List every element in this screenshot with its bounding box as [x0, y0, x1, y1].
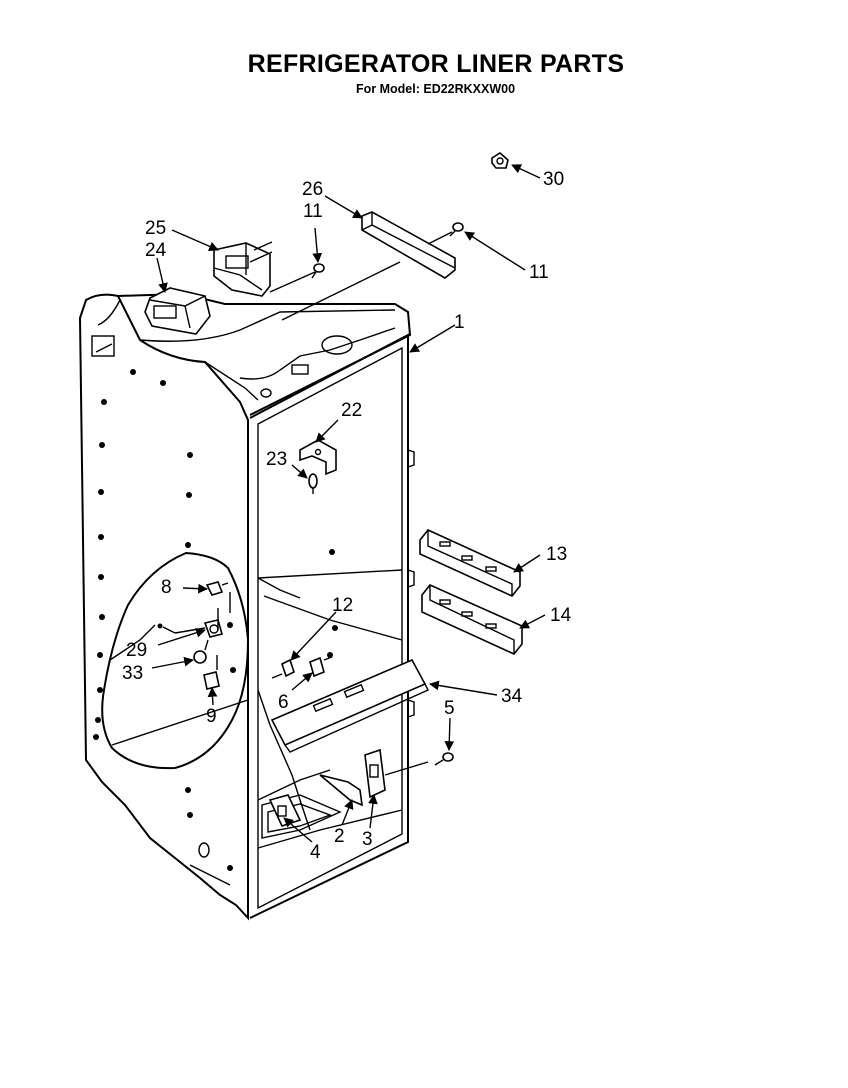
part-5-screw	[434, 752, 454, 766]
part-33-plug	[193, 639, 209, 664]
detail-outline	[101, 551, 250, 770]
part-11-screw-b	[449, 222, 464, 237]
callout-23: 23	[266, 449, 287, 470]
callout-24: 24	[145, 240, 167, 261]
part-12-clip	[271, 658, 295, 679]
part-4-bracket	[268, 794, 302, 827]
part-3-bracket	[364, 748, 429, 799]
part-14-rail	[421, 584, 523, 655]
callout-2: 2	[334, 826, 345, 847]
callout-1: 1	[454, 312, 465, 333]
part-2-bracket	[319, 774, 363, 807]
callout-6: 6	[278, 692, 289, 713]
callout-3: 3	[362, 829, 373, 850]
callout-22: 22	[341, 400, 362, 421]
part-23-screw	[308, 473, 318, 494]
part-6-clip	[309, 656, 333, 678]
callout-29: 29	[126, 640, 147, 661]
part-26-rail	[361, 211, 456, 279]
callout-26: 26	[302, 179, 323, 200]
part-8-clip	[205, 581, 229, 596]
callout-30: 30	[543, 169, 564, 190]
callout-11-top: 11	[303, 201, 323, 222]
callout-13: 13	[546, 544, 567, 565]
part-29-bracket	[157, 619, 223, 638]
callout-8: 8	[161, 577, 172, 598]
part-9-screw	[203, 622, 236, 690]
callout-9: 9	[206, 706, 217, 727]
leader-lines	[151, 164, 546, 843]
callout-4: 4	[310, 842, 321, 863]
model-subtitle: For Model: ED22RKXXW00	[356, 82, 516, 96]
part-34-support	[270, 658, 429, 753]
callout-25: 25	[145, 218, 166, 239]
callout-5: 5	[444, 698, 455, 719]
callout-12: 12	[332, 595, 353, 616]
page-title: REFRIGERATOR LINER PARTS	[247, 50, 625, 78]
part-13-rail	[419, 529, 521, 597]
part-30-fastener	[491, 152, 509, 169]
part-25-bracket	[213, 241, 273, 297]
part-22-bracket	[299, 439, 337, 476]
callout-33: 33	[122, 663, 143, 684]
callout-34: 34	[501, 686, 523, 707]
callout-14: 14	[550, 605, 572, 626]
liner-body	[78, 292, 415, 921]
callout-11-right: 11	[529, 262, 549, 283]
part-24-housing	[97, 287, 211, 335]
part-11-screw-a	[311, 263, 325, 279]
